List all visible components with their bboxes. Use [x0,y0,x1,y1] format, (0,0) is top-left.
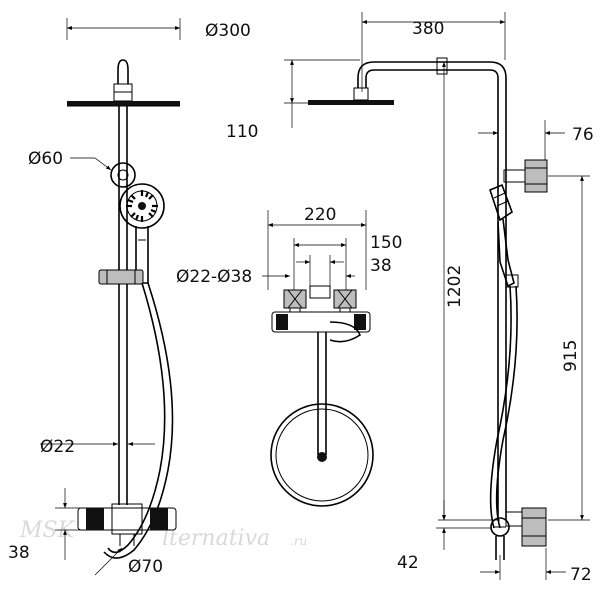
mixer-front [77,503,177,546]
pipe-diameter-label: Ø22 [40,437,75,457]
inlet-size-label: Ø22-Ø38 [176,267,252,287]
front-view: Ø300 Ø60 [8,18,251,577]
valve-offset-label: 42 [397,553,419,573]
total-height-label: 1202 [445,265,465,308]
mixer-diameter-label: Ø70 [128,557,163,577]
handshower-diameter-label: Ø60 [28,149,63,169]
watermark-suffix: .ru [290,534,307,548]
side-view: 380 110 76 [226,12,594,585]
arm-length-label: 380 [412,19,444,39]
mixer-height-label: 38 [8,543,30,563]
top-view: 220 150 38 Ø22-Ø38 [176,205,402,507]
watermark-right: lternativa [162,526,270,551]
wall-offset-bottom-label: 72 [570,565,592,585]
valve-range-outer-label: 150 [370,233,402,253]
wall-offset-top-label: 76 [572,125,594,145]
head-diameter-label: Ø300 [205,21,251,41]
head-drop-label: 110 [226,122,258,142]
watermark-left: MSK [19,518,76,543]
valve-range-inner-label: 38 [370,256,392,276]
valve-spacing-label: 220 [304,205,336,225]
hand-shower-front [119,183,165,284]
watermark: MSK lternativa .ru [19,518,307,551]
bracket-height-label: 915 [561,340,581,372]
